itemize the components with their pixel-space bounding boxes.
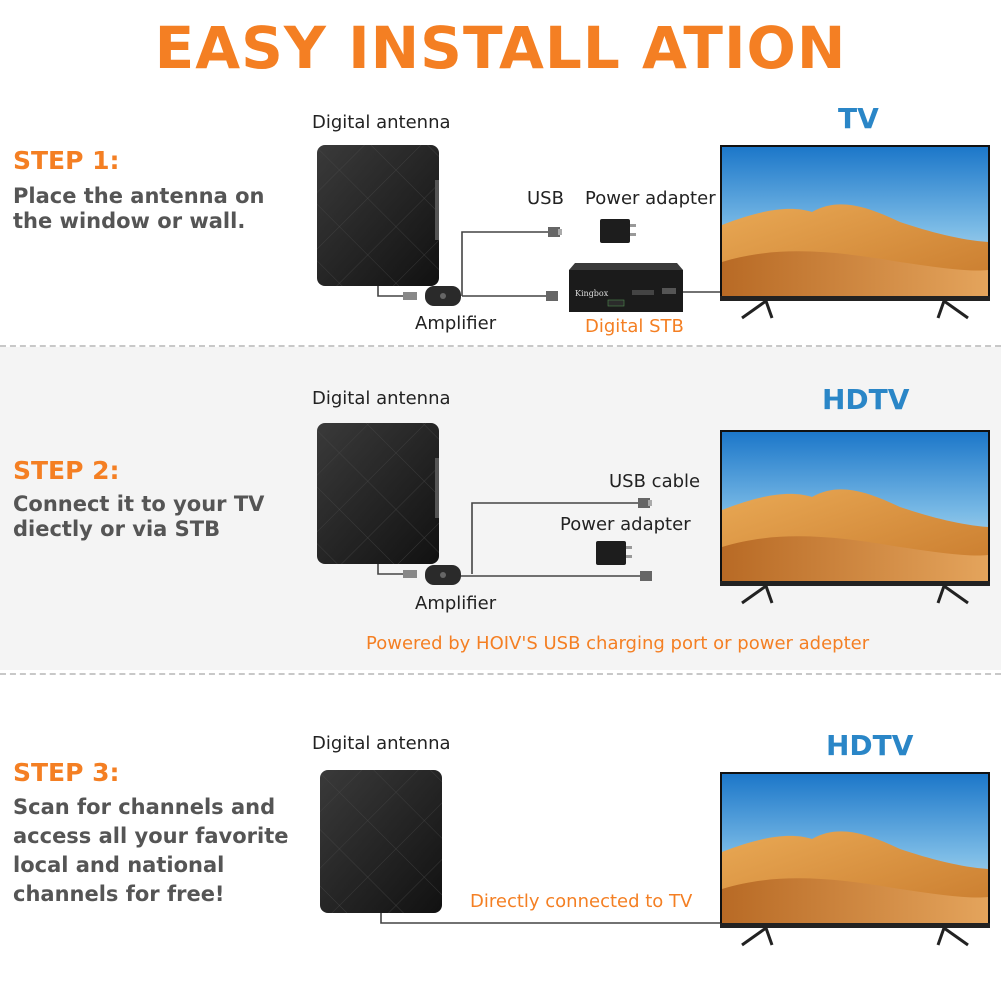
step-1-amplifier-icon xyxy=(403,286,461,306)
step-1-amplifier-label: Amplifier xyxy=(415,313,497,334)
step-2-tv-label: HDTV xyxy=(822,383,910,416)
step-1-stb-label: Digital STB xyxy=(585,316,684,337)
section-divider-1 xyxy=(0,345,1001,347)
step-1-line-2: the window or wall. xyxy=(13,209,246,233)
step-3-tv-icon xyxy=(720,772,990,947)
section-divider-2 xyxy=(0,673,1001,675)
step-3-heading: STEP 3: xyxy=(13,758,120,787)
step-1-stb-icon: Kingbox xyxy=(569,263,683,312)
step-3-tv-label: HDTV xyxy=(826,729,914,762)
step-2-description: Connect it to your TV diectly or via STB xyxy=(13,490,264,544)
step-3-antenna-label: Digital antenna xyxy=(312,733,451,754)
step-3-line-4: channels for free! xyxy=(13,882,225,906)
step-2-line-2: diectly or via STB xyxy=(13,517,221,541)
step-2-usb-label: USB cable xyxy=(609,471,701,492)
step-2-heading: STEP 2: xyxy=(13,456,120,485)
stb-brand-text: Kingbox xyxy=(575,289,609,298)
step-1-antenna-label: Digital antenna xyxy=(312,112,451,133)
step-2-line-1: Connect it to your TV xyxy=(13,492,265,516)
step-1-tv-label: TV xyxy=(838,102,879,135)
step-2-power-note: Powered by HOIV'S USB charging port or p… xyxy=(366,633,870,654)
step-2-amplifier-label: Amplifier xyxy=(415,593,497,614)
step-1-usb-plug-icon xyxy=(548,227,562,237)
step-3-description: Scan for channels and access all your fa… xyxy=(13,793,289,909)
step-1-description: Place the antenna on the window or wall. xyxy=(13,182,264,236)
step-3-antenna-icon xyxy=(320,770,442,913)
step-1-usb-label: USB xyxy=(527,188,564,209)
step-3-line-3: local and national xyxy=(13,853,225,877)
step-2-antenna-label: Digital antenna xyxy=(312,388,451,409)
step-3-line-2: access all your favorite xyxy=(13,824,289,848)
step-1-power-label: Power adapter xyxy=(585,188,716,209)
step-1-tv-icon xyxy=(720,145,990,320)
step-1-power-adapter-icon xyxy=(600,219,636,243)
step-1-coax-plug-icon xyxy=(546,291,558,301)
step-1-cables xyxy=(377,231,720,297)
step-1-line-1: Place the antenna on xyxy=(13,184,265,208)
step-3-line-1: Scan for channels and xyxy=(13,795,276,819)
step-1-antenna-icon xyxy=(317,145,439,286)
step-1-heading: STEP 1: xyxy=(13,146,120,175)
step-3-direct-note: Directly connected to TV xyxy=(470,891,693,912)
step-3-cable xyxy=(380,913,720,924)
step-2-power-label: Power adapter xyxy=(560,514,691,535)
page-title: EASY INSTALL ATION xyxy=(154,14,847,82)
